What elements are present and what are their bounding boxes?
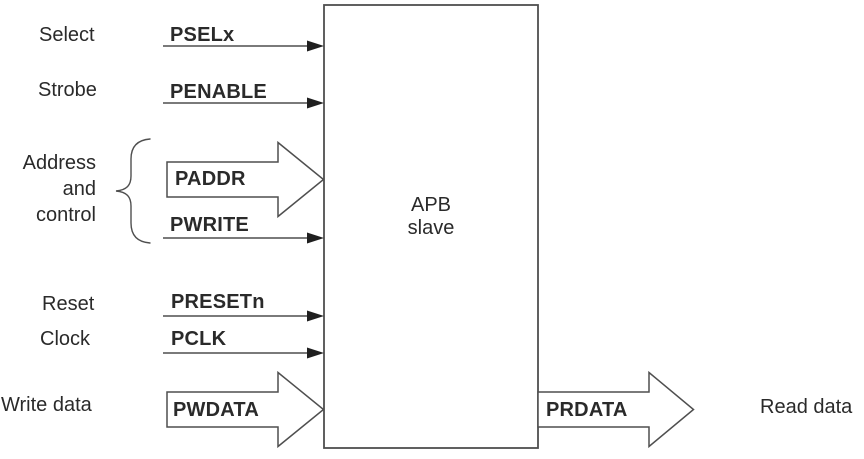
pwdata-block-arrow [166,370,325,449]
penable-signal-label: PENABLE [170,81,267,103]
apb-slave-block-label: APB slave [324,194,538,240]
paddr-signal-label: PADDR [175,168,246,190]
pclk-signal-label: PCLK [171,328,227,350]
pselx-arrowhead-icon [307,40,324,52]
pwrite-arrowhead-icon [307,232,324,244]
prdata-block-arrow [537,370,695,449]
address-control-label-line1: Address [22,152,96,174]
presetn-arrowhead-icon [307,310,324,322]
presetn-signal-label: PRESETn [171,291,265,313]
presetn-arrow [163,310,324,322]
write-data-label: Write data [1,394,92,416]
pselx-arrow [163,40,324,52]
apb-slave-block-label-line2: slave [407,217,455,239]
paddr-block-arrow [166,140,325,219]
prdata-signal-label: PRDATA [546,399,628,421]
pclk-arrowhead-icon [307,347,324,359]
address-control-label-line3: control [35,204,96,226]
address-control-label: Address and control [8,150,96,228]
strobe-label: Strobe [38,79,97,101]
select-label: Select [39,24,95,46]
pwrite-signal-label: PWRITE [170,214,249,236]
pclk-arrow [163,347,324,359]
apb-slave-block-label-line1: APB [410,194,452,216]
apb-slave-box [323,4,539,449]
read-data-label: Read data [760,396,853,418]
penable-arrowhead-icon [307,97,324,109]
address-control-label-line2: and [62,178,96,200]
clock-label: Clock [40,328,91,350]
pwrite-arrow [163,232,324,244]
pselx-signal-label: PSELx [170,24,235,46]
penable-arrow [163,97,324,109]
address-control-brace [115,138,151,244]
reset-label: Reset [42,293,95,315]
pwdata-signal-label: PWDATA [173,399,259,421]
